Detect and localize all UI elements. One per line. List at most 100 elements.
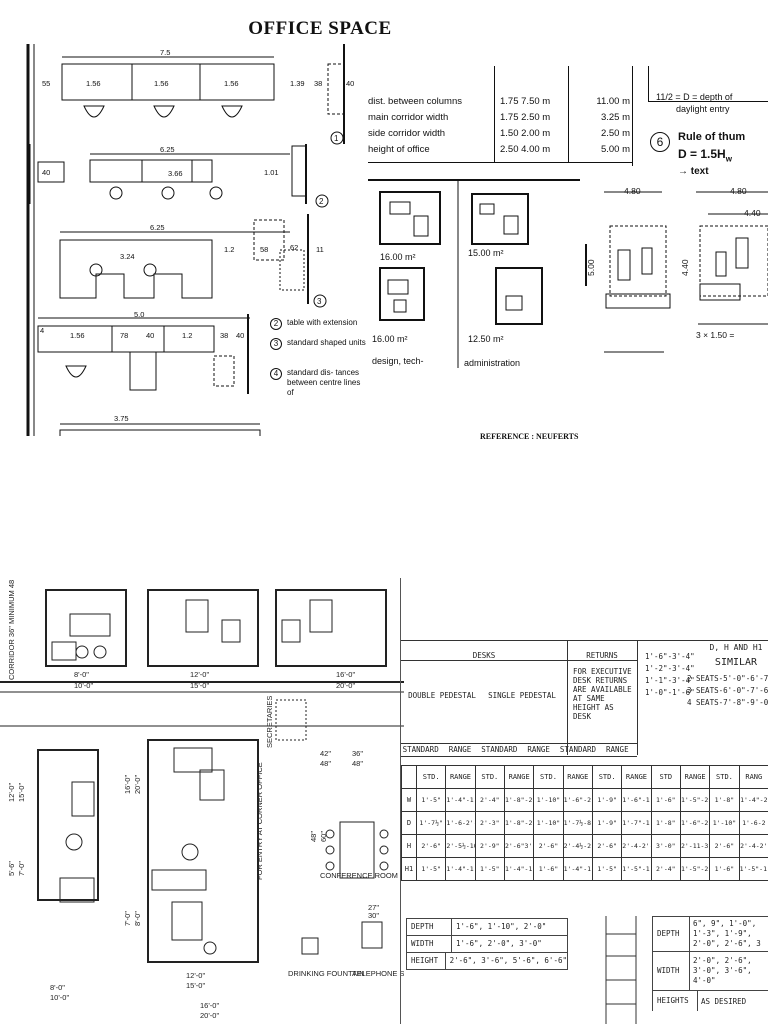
dim-row1-side: 40 [346,79,354,88]
desks-header: DESKS [401,651,567,661]
dim-label: 10'-0" [74,681,93,690]
plan-dim: 4.40 [744,208,761,218]
dim-label: 16'-0" [123,775,132,794]
conf-dim: 48" [309,831,318,842]
cabinet-label: DEPTH [653,917,690,951]
dims-val: 2.00 m [521,128,551,139]
grid-cell: 2'-4" [474,788,505,812]
legend-text: standard shaped units [287,338,366,347]
grid-cell: 2'-6" [533,834,564,858]
grid-cell: 1'-6"-2'-0" [679,811,711,835]
cabinet-table-left: DEPTH 1'-6", 1'-10", 2'-0" WIDTH 1'-6", … [406,918,568,970]
seats-item: 3 SEATS-6'-0"-7'-6" [687,686,768,695]
grid-cell: 1'-8" [650,811,681,835]
legend-num: 2 [270,318,282,330]
grid-cell: 1'-6" [533,857,564,881]
cabinet-row: HEIGHT 2'-6", 3'-6", 5'-6", 6'-6" [407,953,567,969]
grid-cell: 1'-6"-1'-11" [621,788,652,812]
rule-title: Rule of thum [678,131,746,143]
return-dim: 1'-2"-3'-4" [645,664,695,673]
rule-note-1: 11/2 = D = depth of [656,92,733,102]
dim-row4-seg: 78 [120,331,128,340]
dims-val: 7.50 m [521,96,551,107]
cabinet-value: 6", 9", 1'-0", 1'-3", 1'-9", 2'-0", 2'-6… [693,919,761,948]
legend-num: 4 [270,368,282,380]
legend-text: table with extension [287,318,358,327]
telephone-label: TELEPHONE SWITCHBOAR [352,969,404,978]
grid-col-header: RANGE [621,765,652,789]
grid-row: W1'-5"1'-4"-1'-8"2'-4"1'-8"-2'-6"1'-10"1… [401,788,768,812]
row-number: 3 [317,297,322,306]
cabinet-row: DEPTH 6", 9", 1'-0", 1'-3", 1'-9", 2'-0"… [653,917,768,952]
grid-col-header: STD. [591,765,623,789]
grid-cell: 2'-3" [474,811,505,835]
rule-note-2: daylight entry [676,104,730,114]
grid-cell: 2'-6"3'-0" [503,834,535,858]
grid-cell: 1'-5" [591,857,623,881]
desk-dimension-table: DESKS RETURNS DOUBLE PEDESTAL SINGLE PED… [400,640,768,881]
grid-cell: 1'-6-2'-0" [445,811,476,835]
dim-label: 8'-0" [50,983,65,992]
legend-item: 4 standard dis- tances between centre li… [270,368,366,398]
dim-row3-right: 1.2 [224,245,234,254]
return-dim: 1'-1"-3'-4" [645,676,695,685]
page-title: OFFICE SPACE [248,18,392,39]
divider [400,578,401,1024]
conference-room-label: CONFERENCE ROOM [320,871,398,880]
dim-row3-side: 62 [290,243,298,252]
dim-row3-total: 6.25 [150,223,165,232]
similar-header: D, H AND H1 [709,643,763,652]
dim-row1-total: 7.5 [160,48,170,57]
dim-label: 15'-0" [17,783,26,802]
dim-label: 12'-0" [186,971,205,980]
cabinet-label: WIDTH [407,936,452,952]
dim-row2-left: 40 [42,168,50,177]
cabinet-label: WIDTH [653,952,690,990]
dims-label: height of office [368,144,430,155]
room-caption: administration [464,358,520,368]
dim-label: 12'-0" [7,783,16,802]
grid-row: D1'-7½"1'-6-2'-0"2'-3"1'-8"-2'-6"1'-10"1… [401,811,768,835]
dims-val: 4.00 m [521,144,551,155]
conf-dim: 36" [352,749,363,758]
dim-row1-side: 38 [314,79,322,88]
dim-row2-total: 6.25 [160,145,175,154]
grid-cell: 2'-6" [709,834,740,858]
grid-col-header: STD [650,765,681,789]
seats-item: 4 SEATS-7'-8"-9'-0" [687,698,768,707]
grid-cell: 1'-5"-2'-10" [679,857,711,881]
dim-label: 8'-0" [74,670,89,679]
grid-cell: 3'-0" [650,834,681,858]
dim-row4-right: 1.2 [182,331,192,340]
plan-dim: 3 × 1.50 = [696,330,734,340]
dim-label: 8'-0" [133,911,142,926]
desk-type: SINGLE PEDESTAL [488,691,556,700]
return-dims: 1'-6"-3'-4" 1'-2"-3'-4" 1'-1"-3'-4" 1'-0… [645,651,695,699]
dims-label: dist. between columns [368,96,462,107]
return-dim: 1'-6"-3'-4" [645,652,695,661]
cabinet-label: HEIGHTS [653,991,698,1011]
grid-cell: 1'-4"-1'-8" [445,857,476,881]
grid-col-header: STD. [474,765,505,789]
similar-label: SIMILAR [714,657,758,668]
desk-row-1 [61,63,275,101]
rule-text: → text [678,166,709,177]
dim-row3-seg: 3.24 [120,252,135,261]
grid-cell: 1'-8"-2'-6" [503,811,535,835]
dim-row1-seg: 1.56 [154,79,169,88]
grid-cell: 1'-7½" [415,811,447,835]
grid-cell: 1'-9" [591,788,623,812]
tel-dim: 30" [368,911,379,920]
dims-val: 1.75 [500,96,519,107]
dim-row4-total: 5.0 [134,310,144,319]
grid-corner [401,765,417,789]
grid-cell: 1'-4"-1'-10" [503,857,535,881]
dims-min-col: 1.75 7.50 m 1.75 2.50 m 1.50 2.00 m 2.50… [500,94,566,158]
room-plans: 16.00 m² 15.00 m² 16.00 m² 12.50 m² desi… [368,179,580,368]
cabinet-value: AS DESIRED [701,996,747,1006]
dims-val: 11.00 m [596,96,630,107]
grid-row-key: W [401,788,417,812]
cabinet-row: DEPTH 1'-6", 1'-10", 2'-0" [407,919,567,936]
